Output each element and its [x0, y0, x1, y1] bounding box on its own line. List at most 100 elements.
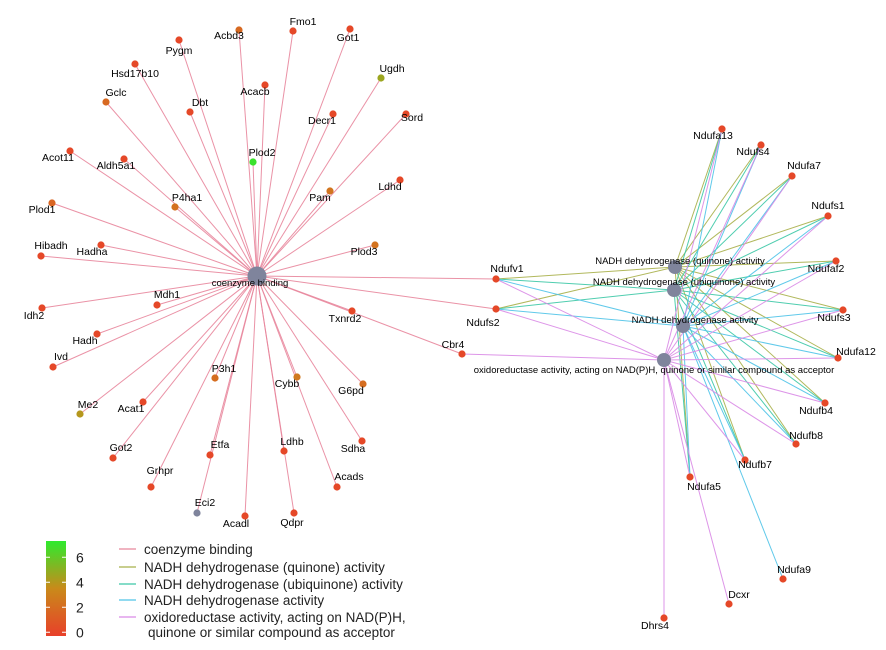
- edge-o-ndufaf2: [663, 260, 837, 361]
- edge-n-ndufa12: [682, 325, 839, 359]
- gene-label-idh2: Idh2: [24, 310, 45, 322]
- gene-label-fmo1: Fmo1: [290, 16, 317, 28]
- edge-o-ndufs3: [663, 309, 844, 361]
- gene-label-grhpr: Grhpr: [147, 465, 174, 477]
- gene-label-ldhd: Ldhd: [378, 181, 402, 193]
- gene-node-sord: [402, 110, 410, 118]
- gene-node-ndufa12: [834, 354, 842, 362]
- gene-label-ldhb: Ldhb: [280, 436, 304, 448]
- term-node-q: [668, 260, 682, 274]
- edge-cb-plod1: [51, 202, 258, 277]
- gene-label-etfa: Etfa: [211, 439, 230, 451]
- gene-label-ndufa12: Ndufa12: [836, 346, 876, 358]
- gene-label-dcxr: Dcxr: [728, 589, 750, 601]
- edge-q-ndufaf2: [674, 260, 837, 268]
- edge-cb-sdha: [256, 275, 363, 442]
- edge-o-ndufb7: [663, 359, 746, 461]
- gene-label-ndufaf2: Ndufaf2: [808, 263, 845, 275]
- gene-node-sdha: [358, 437, 366, 445]
- gene-node-ugdh: [377, 74, 385, 82]
- gene-node-ndufaf2: [832, 257, 840, 265]
- gene-label-g6pd: G6pd: [338, 385, 364, 397]
- gene-node-got1: [346, 25, 354, 33]
- edge-o-ndufb8: [663, 359, 797, 445]
- edge-u-ndufa13: [673, 128, 723, 291]
- edge-cb-qdpr: [256, 275, 295, 514]
- edge-cb-hibadh: [40, 255, 258, 277]
- nodes-layer: [37, 25, 847, 622]
- edge-u-ndufs2: [495, 289, 675, 310]
- gene-node-ndufb4: [821, 399, 829, 407]
- gene-node-ndufs2: [492, 305, 500, 313]
- edge-cb-p3h1: [214, 275, 258, 379]
- edge-q-ndufa13: [674, 128, 723, 268]
- edge-cb-idh2: [41, 275, 258, 309]
- edge-n-ndufs4: [682, 144, 762, 327]
- gene-node-ndufs3: [839, 306, 847, 314]
- edge-o-dcxr: [663, 359, 730, 605]
- gene-label-ndufb8: Ndufb8: [789, 430, 823, 442]
- gene-node-hibadh: [37, 252, 45, 260]
- term-label-cb: coenzyme binding: [212, 278, 289, 289]
- gene-node-ndufs4: [757, 141, 765, 149]
- gene-label-me2: Me2: [78, 399, 99, 411]
- gene-label-dhrs4: Dhrs4: [641, 620, 669, 632]
- edge-cb-acat1: [142, 275, 258, 403]
- gene-node-dbt: [186, 108, 194, 116]
- gene-node-pam: [326, 187, 334, 195]
- gene-label-sord: Sord: [401, 112, 423, 124]
- gene-label-ugdh: Ugdh: [379, 63, 404, 75]
- gene-label-acadl: Acadl: [223, 518, 249, 530]
- gene-node-dcxr: [725, 600, 733, 608]
- gene-label-ndufs4: Ndufs4: [736, 146, 769, 158]
- term-label-o: oxidoreductase activity, acting on NAD(P…: [474, 365, 834, 376]
- edge-o-ndufa12: [663, 357, 839, 361]
- edge-cb-eci2: [196, 275, 258, 514]
- edge-cb-me2: [79, 275, 258, 415]
- edge-u-ndufs1: [673, 215, 829, 291]
- gene-label-hibadh: Hibadh: [34, 240, 67, 252]
- gene-label-acot11: Acot11: [42, 152, 74, 164]
- edge-cb-plod2: [252, 161, 258, 277]
- gene-label-hadha: Hadha: [77, 246, 108, 258]
- gene-node-idh2: [38, 304, 46, 312]
- gene-label-ndufs3: Ndufs3: [817, 312, 850, 324]
- color-scale-tick-label: 4: [76, 574, 84, 590]
- gene-node-ndufa9: [779, 575, 787, 583]
- edge-n-ndufaf2: [682, 260, 837, 327]
- edge-cb-acbd3: [238, 29, 258, 277]
- edge-q-ndufv1: [495, 266, 676, 280]
- gene-node-gclc: [102, 98, 110, 106]
- legend-label-0: coenzyme binding: [144, 542, 253, 557]
- gene-label-plod3: Plod3: [351, 246, 378, 258]
- gene-label-pam: Pam: [309, 192, 331, 204]
- gene-node-decr1: [329, 110, 337, 118]
- edge-cb-grhpr: [150, 275, 258, 488]
- gene-label-ndufb4: Ndufb4: [799, 405, 833, 417]
- edge-cb-ivd: [52, 275, 258, 368]
- gene-label-ndufa7: Ndufa7: [787, 160, 821, 172]
- edge-cb-acads: [256, 275, 338, 488]
- edge-cb-cbr4: [256, 275, 463, 355]
- gene-node-hadh: [93, 330, 101, 338]
- edge-cb-gclc: [105, 101, 258, 277]
- gene-label-decr1: Decr1: [308, 115, 336, 127]
- gene-label-p4ha1: P4ha1: [172, 192, 203, 204]
- edge-n-ndufa13: [682, 128, 723, 327]
- gene-label-mdh1: Mdh1: [154, 289, 180, 301]
- gene-node-cbr4: [458, 350, 466, 358]
- gene-node-ldhd: [396, 176, 404, 184]
- edge-n-ndufa9: [682, 325, 784, 580]
- gene-node-ndufv1: [492, 275, 500, 283]
- edge-q-ndufb7: [674, 266, 746, 461]
- term-label-n: NADH dehydrogenase activity: [632, 315, 759, 326]
- gene-node-fmo1: [289, 27, 297, 35]
- legend-label-4: oxidoreductase activity, acting on NAD(P…: [144, 610, 406, 625]
- color-scale-tick-label: 2: [76, 599, 84, 615]
- edge-n-ndufs2: [495, 308, 684, 327]
- term-node-u: [667, 283, 681, 297]
- edge-cb-p4ha1: [174, 206, 258, 277]
- edge-o-cbr4: [461, 353, 665, 361]
- gene-node-hsd17b10: [131, 60, 139, 68]
